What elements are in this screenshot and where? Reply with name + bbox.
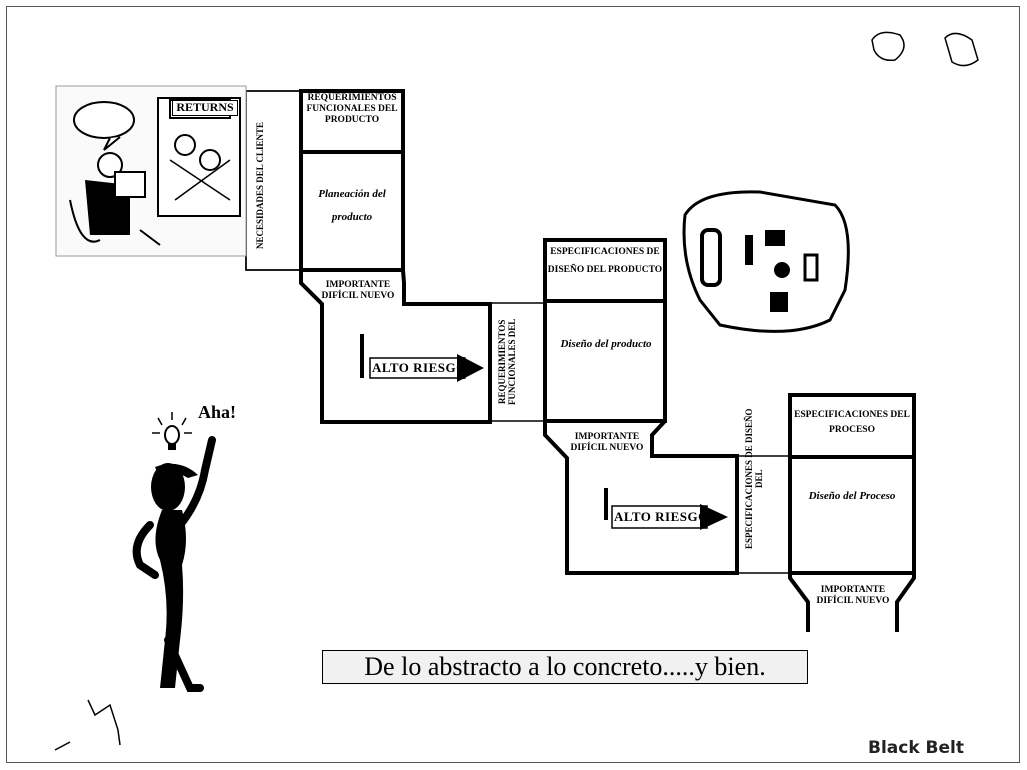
stick-figure bbox=[132, 412, 216, 692]
risk-arrow-1 bbox=[360, 334, 484, 382]
caption-text: De lo abstracto a lo concreto.....y bien… bbox=[364, 652, 766, 681]
funnel1-label: IMPORTANTE DIFÍCIL NUEVO bbox=[321, 280, 395, 301]
box2-center-frame bbox=[543, 299, 667, 423]
corner-sketches bbox=[54, 31, 979, 751]
caption-box: De lo abstracto a lo concreto.....y bien… bbox=[322, 650, 808, 684]
slide-frame bbox=[6, 6, 1020, 763]
funnel3-frame bbox=[788, 573, 916, 632]
box2-side-label: REQUERIMIENTOS FUNCIONALES DEL bbox=[497, 318, 517, 406]
box2-side-frame bbox=[489, 302, 546, 422]
box3-title: ESPECIFICACIONES DEL PROCESO bbox=[794, 410, 910, 436]
box3-side-frame bbox=[736, 455, 791, 574]
funnel1-frame bbox=[299, 269, 492, 424]
funnel2-label: IMPORTANTE DIFÍCIL NUEVO bbox=[570, 432, 644, 453]
funnel3-label: IMPORTANTE DIFÍCIL NUEVO bbox=[816, 585, 890, 606]
device-illustration bbox=[682, 190, 850, 333]
box2-center: Diseño del producto bbox=[560, 338, 652, 350]
footer-brand: Black Belt bbox=[868, 738, 964, 758]
box1-side-label: NECESIDADES DEL CLIENTE bbox=[255, 121, 265, 249]
risk1-label: ALTO RIESGO bbox=[372, 360, 467, 375]
box1-title: REQUERIMIENTOS FUNCIONALES DEL PRODUCTO bbox=[306, 93, 398, 125]
comic-sign: RETURNS bbox=[172, 100, 238, 116]
aha-exclamation: Aha! bbox=[198, 402, 237, 422]
risk-arrow-2 bbox=[604, 488, 728, 530]
risk2-label: ALTO RIESGO bbox=[614, 509, 709, 524]
box3-center-frame bbox=[788, 455, 916, 575]
box2-title: ESPECIFICACIONES DE DISEÑO DEL PRODUCTO bbox=[547, 247, 663, 276]
box3-center: Diseño del Proceso bbox=[808, 490, 896, 502]
box1-center: Planeación del producto bbox=[318, 188, 386, 224]
box3-side-label: ESPECIFICACIONES DE DISEÑO DEL bbox=[744, 408, 764, 550]
